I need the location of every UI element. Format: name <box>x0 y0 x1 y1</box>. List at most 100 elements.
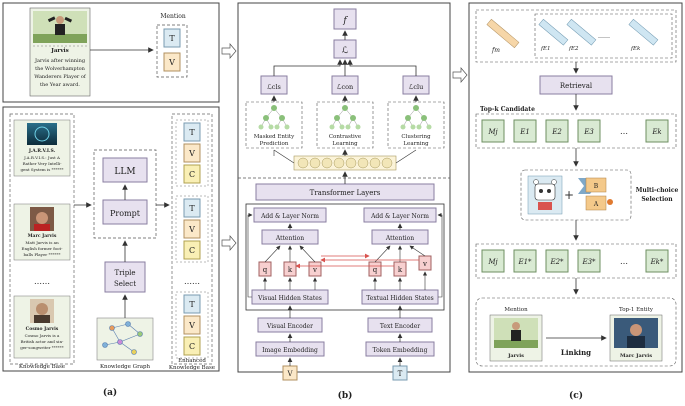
token-c-label: C <box>189 170 195 179</box>
token-v-label: V <box>188 225 195 234</box>
enhanced-token-group: T V C <box>175 195 209 263</box>
candidate-label: E2* <box>549 258 564 266</box>
kb-entity-desc: Rather Very Intelli- <box>23 161 63 166</box>
caption-b: (b) <box>338 390 353 401</box>
visual-encoder-label: Visual Encoder <box>266 323 313 330</box>
kb-entity-desc: gent System is ****** <box>20 167 63 172</box>
loss-total-label: ℒ <box>342 46 349 56</box>
candidate-ellipsis: … <box>620 127 628 136</box>
enhanced-token-group: T V C <box>175 291 209 359</box>
visual-hidden-label: Visual Hidden States <box>257 295 322 302</box>
kb-entity-desc: British actor and sin- <box>21 339 64 344</box>
kb-entity-desc: balls Player ****** <box>24 252 61 257</box>
candidate-box <box>545 249 569 273</box>
candidate-box <box>513 249 537 273</box>
task-label: Clustering <box>401 134 431 140</box>
candidate-label: E1* <box>517 258 532 266</box>
panel-arrow-b-c <box>452 67 468 83</box>
candidate-box <box>645 119 669 143</box>
panel-c-frame <box>468 2 683 373</box>
token-c-label: C <box>189 246 195 255</box>
kb-entity-desc: Cosmo Jarvis is a <box>25 333 60 338</box>
textual-hidden-label: Textual Hidden States <box>366 295 433 302</box>
mention-text-line: the Year award. <box>40 82 80 88</box>
f-e-label: fEk <box>630 46 641 52</box>
task-label: Prediction <box>260 141 289 147</box>
triple-select-label: Select <box>114 280 136 288</box>
token-c-label: C <box>189 342 195 351</box>
task-label: Contrastive <box>329 134 361 140</box>
topk-label: Top-k Candidate <box>480 106 535 113</box>
transformer-label: Transformer Layers <box>310 189 381 197</box>
kb-entity-title: J.A.R.V.I.S. <box>28 148 56 154</box>
task-label: Masked Entity <box>254 134 295 140</box>
mention-photo <box>33 11 87 43</box>
text-v <box>418 255 432 271</box>
caption-a: (a) <box>103 387 117 398</box>
token-t-label: T <box>189 204 195 213</box>
input-v-label: V <box>286 370 293 378</box>
output-f-box <box>333 8 357 30</box>
kb-entity-desc: Matt Jarvis is an <box>25 240 59 245</box>
token-c <box>183 164 201 184</box>
input-t-label: T <box>398 370 403 378</box>
token-t <box>183 294 201 314</box>
mention-label: Mention <box>160 13 186 20</box>
f-e-label: fE2 <box>568 46 579 52</box>
candidate-label: Mj <box>487 258 498 266</box>
prompt-box <box>102 199 148 225</box>
knowledge-base-label: Knowledge Base <box>19 364 65 370</box>
graph-icon <box>102 321 143 355</box>
panel-arrow-a-b-top <box>221 43 237 59</box>
panel-c: fm fE1 fE2 …… fEk Retrieval Top-k Candid… <box>468 2 683 401</box>
triple-select-label: Triple <box>114 269 135 277</box>
llm-box <box>102 157 148 183</box>
mention-token-group <box>156 24 188 78</box>
cross-attn-block <box>245 203 445 311</box>
task-label: Learning <box>403 141 429 147</box>
loss-con-label: ℒcon <box>337 83 353 91</box>
enhanced-kb-column <box>171 113 213 365</box>
token-c <box>183 240 201 260</box>
image-embedding-label: Image Embedding <box>262 347 318 354</box>
mention-text-line: the Wolverhampton <box>35 66 86 72</box>
kb-entity-title: Cosmo Jarvis <box>26 326 59 332</box>
kb-ellipsis: …… <box>34 277 50 286</box>
text-add-norm <box>363 207 437 223</box>
token-v-label: V <box>188 149 195 158</box>
mention-text-line: Jarvis after winning <box>34 58 86 64</box>
enhanced-ellipsis: …… <box>184 277 200 286</box>
candidate-box <box>577 119 601 143</box>
llm-label: LLM <box>114 167 135 177</box>
candidate-box <box>645 249 669 273</box>
visual-attention-label: Attention <box>275 235 304 242</box>
kb-entity-desc: English former foot- <box>22 246 64 251</box>
enhanced-kb-label: Knowledge Base <box>169 365 215 371</box>
output-f-label: f <box>342 16 348 26</box>
task-label: Learning <box>332 141 358 147</box>
mention-feature-vector <box>486 18 520 49</box>
topk-row <box>475 113 677 149</box>
entity-feature-vector <box>566 18 597 46</box>
choice-icon: B A <box>578 177 613 211</box>
token-v <box>163 52 181 72</box>
token-v <box>183 315 201 335</box>
linking-mention-name: Jarvis <box>507 353 524 359</box>
token-t <box>183 122 201 142</box>
token-v-label: V <box>168 58 175 67</box>
plus-icon: + <box>564 188 574 202</box>
f-e-label: …… <box>598 33 610 40</box>
token-v <box>183 219 201 239</box>
panel-b: f ℒ ℒcls ℒcon ℒclu Masked Entity Predict… <box>237 2 451 401</box>
text-attention-label: Attention <box>385 235 414 242</box>
candidate-label: E2 <box>551 128 562 136</box>
candidate-ellipsis: … <box>620 257 628 266</box>
token-t <box>163 28 181 48</box>
visual-k-label: k <box>288 266 293 274</box>
text-k-label: k <box>398 266 403 274</box>
kb-entity-desc: J.A.R.V.I.S.: Just A <box>23 155 60 160</box>
loss-clu-label: ℒclu <box>409 83 424 91</box>
visual-add-norm-label: Add & Layer Norm <box>260 213 319 220</box>
entity-feature-vector <box>538 18 569 46</box>
